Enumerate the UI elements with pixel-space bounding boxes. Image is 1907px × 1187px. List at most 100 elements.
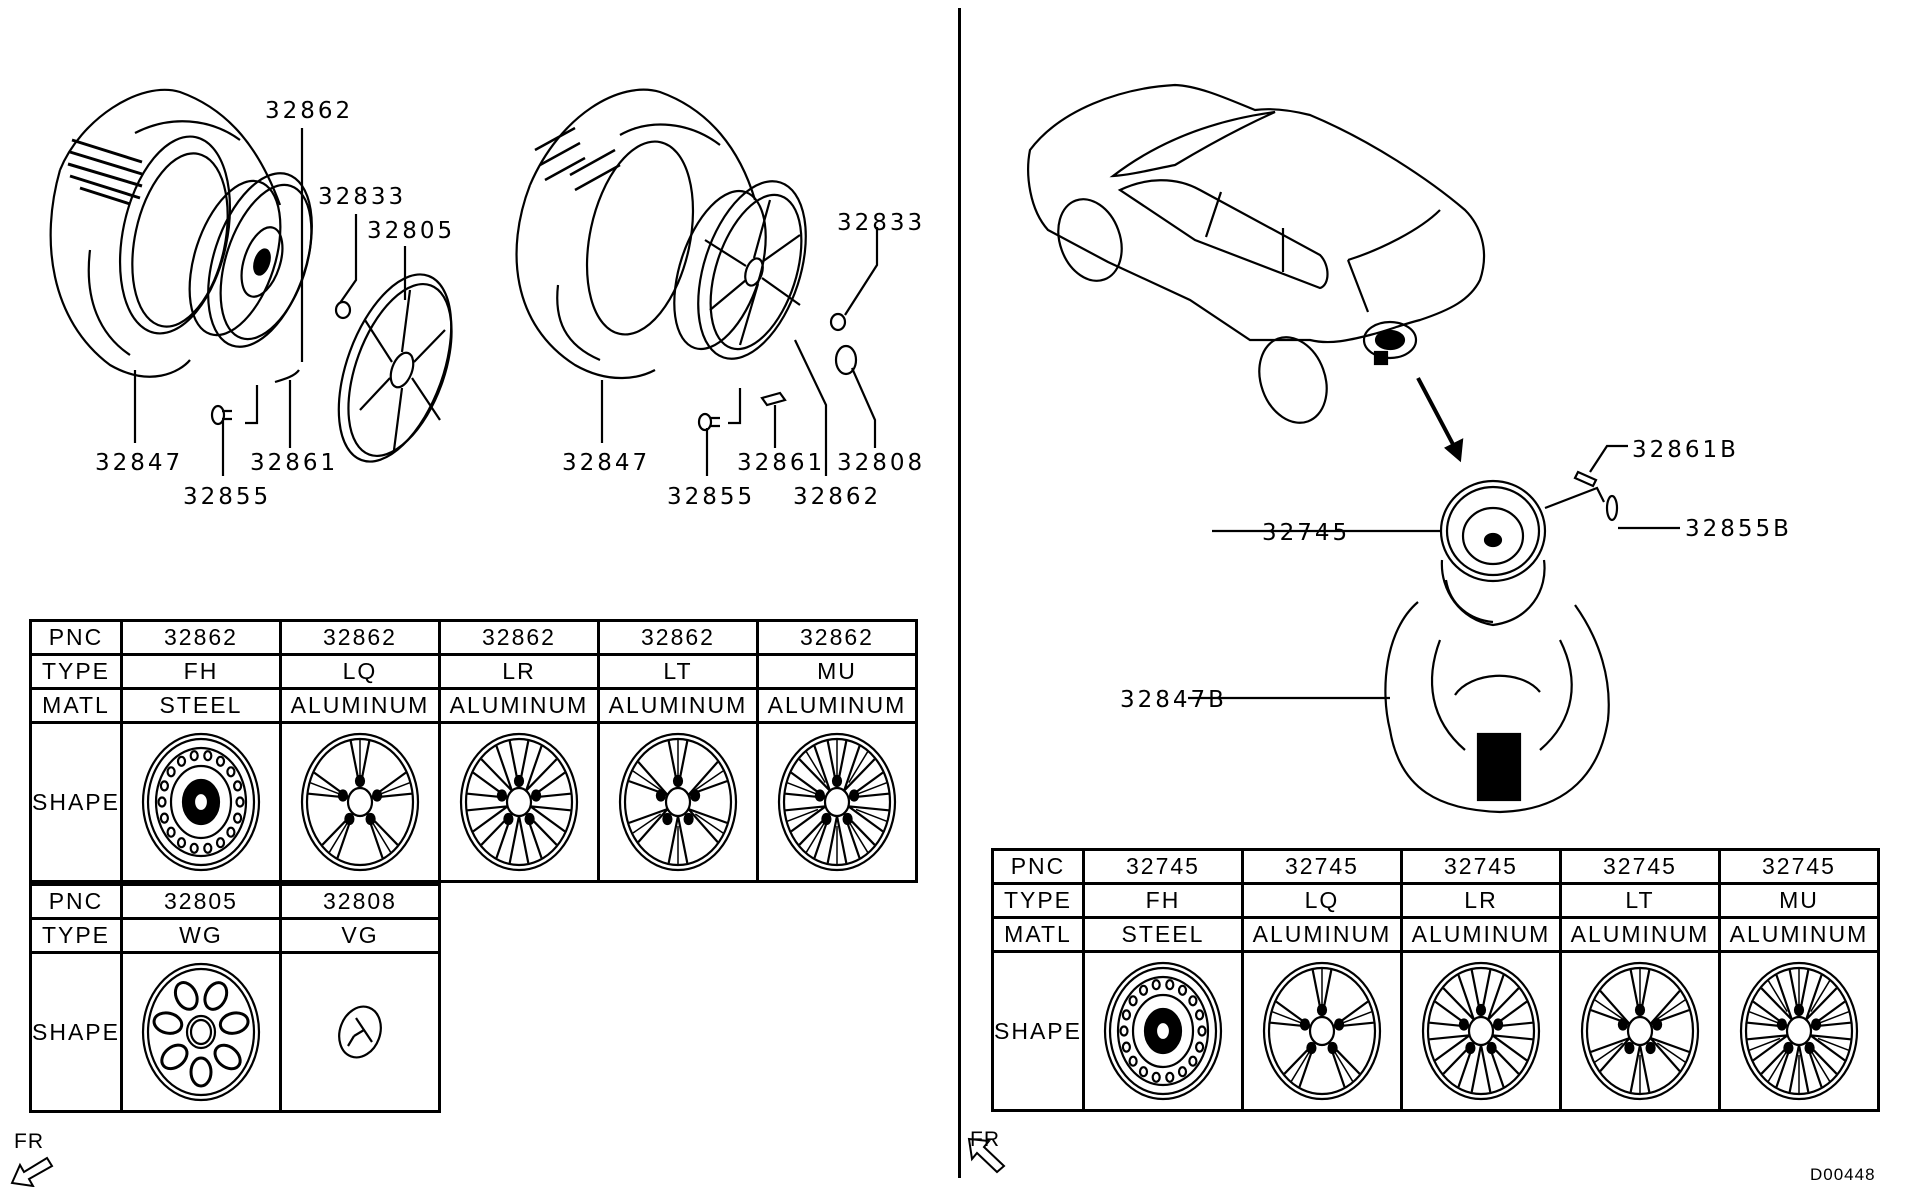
shape-cell (278, 721, 441, 883)
shape-cell (1240, 950, 1403, 1112)
pnc-cell: 32745 (1717, 848, 1880, 885)
table-row: PNC 32805 32808 (29, 883, 441, 920)
header-cell: MATL (991, 916, 1085, 953)
valve-stem-icon (1605, 494, 1619, 522)
callout-label: 32745 (1262, 520, 1351, 546)
header-cell: MATL (29, 687, 123, 724)
lug-nut-icon (334, 300, 352, 320)
diagram-code: D00448 (1810, 1165, 1876, 1184)
steel-wheel-icon (1085, 956, 1241, 1106)
matl-cell: ALUMINUM (1240, 916, 1403, 953)
valve-stem-icon (210, 385, 259, 426)
callout-label: 32861 (737, 450, 826, 476)
matl-cell: ALUMINUM (1717, 916, 1880, 953)
callout-label: 32808 (837, 450, 926, 476)
alloy-wheel-mu-icon (759, 727, 915, 877)
pnc-cell: 32745 (1240, 848, 1403, 885)
type-cell: MU (755, 653, 918, 690)
shape-cell (755, 721, 918, 883)
pnc-cell: 32862 (596, 619, 759, 656)
table-row: SHAPE (991, 950, 1880, 1112)
leader-line (1544, 486, 1605, 510)
shape-cell (119, 951, 282, 1113)
header-cell: SHAPE (29, 721, 123, 883)
alloy-wheel-lt-icon (1562, 956, 1718, 1106)
wheel-cover-icon (123, 957, 279, 1107)
callout-label: 32861B (1632, 437, 1739, 463)
type-cell: FH (1081, 882, 1244, 919)
front-marker-label: FR (14, 1130, 44, 1153)
steel-rim-icon (188, 172, 313, 348)
shape-cell (1717, 950, 1880, 1112)
alloy-wheel-lr-icon (1403, 956, 1559, 1106)
type-cell: LQ (1240, 882, 1403, 919)
cover-spec-table: PNC 32805 32808 TYPE WG VG SHAPE (29, 883, 441, 1113)
pnc-cell: 32745 (1081, 848, 1244, 885)
type-cell: MU (1717, 882, 1880, 919)
table-row: PNC 32745 32745 32745 32745 32745 (991, 848, 1880, 885)
tread-pattern-icon (67, 138, 143, 206)
matl-cell: ALUMINUM (437, 687, 600, 724)
spare-tire-icon (1384, 601, 1610, 814)
alloy-wheel-mu-icon (1721, 956, 1877, 1106)
pnc-cell: 32808 (278, 883, 441, 920)
table-row: PNC 32862 32862 32862 32862 32862 (29, 619, 918, 656)
balance-weight-icon (274, 369, 300, 384)
callout-label: 32833 (318, 184, 407, 210)
balance-weight-icon (760, 391, 787, 407)
wheel-spec-table: PNC 32862 32862 32862 32862 32862 TYPE F… (29, 619, 918, 883)
matl-cell: STEEL (1081, 916, 1244, 953)
pnc-cell: 32745 (1399, 848, 1562, 885)
leader-line (850, 367, 877, 448)
front-marker-label: FR (970, 1128, 1000, 1151)
alloy-wheel-lt-icon (600, 727, 756, 877)
callout-label: 32862 (265, 98, 354, 124)
header-cell: TYPE (991, 882, 1085, 919)
matl-cell: ALUMINUM (596, 687, 759, 724)
shape-cell (1081, 950, 1244, 1112)
table-row: MATL STEEL ALUMINUM ALUMINUM ALUMINUM AL… (29, 687, 918, 724)
matl-cell: ALUMINUM (278, 687, 441, 724)
header-cell: PNC (29, 883, 123, 920)
steel-wheel-icon (123, 727, 279, 877)
leader-line (339, 214, 358, 304)
header-cell: SHAPE (991, 950, 1085, 1112)
type-cell: LR (1399, 882, 1562, 919)
leader-line (1589, 444, 1628, 473)
pnc-cell: 32805 (119, 883, 282, 920)
table-row: SHAPE (29, 951, 441, 1113)
pnc-cell: 32862 (755, 619, 918, 656)
callout-label: 32833 (837, 210, 926, 236)
callout-label: 32847 (562, 450, 651, 476)
type-cell: LT (596, 653, 759, 690)
front-arrow-icon (10, 1156, 54, 1187)
header-cell: TYPE (29, 653, 123, 690)
section-divider (958, 8, 961, 1178)
pnc-cell: 32862 (278, 619, 441, 656)
tire-icon (515, 88, 757, 380)
shape-cell (1558, 950, 1721, 1112)
shape-cell (437, 721, 600, 883)
shape-cell (1399, 950, 1562, 1112)
callout-label: 32805 (367, 218, 456, 244)
callout-label: 32855 (183, 484, 272, 510)
callout-label: 32855 (667, 484, 756, 510)
type-cell: FH (119, 653, 282, 690)
spare-spec-table: PNC 32745 32745 32745 32745 32745 TYPE F… (991, 848, 1880, 1112)
wheel-cover-icon (337, 273, 453, 463)
tire-icon (49, 88, 282, 378)
shape-cell (596, 721, 759, 883)
type-cell: LQ (278, 653, 441, 690)
header-cell: PNC (991, 848, 1085, 885)
pnc-cell: 32862 (437, 619, 600, 656)
callout-label: 32847 (95, 450, 184, 476)
alloy-wheel-lq-icon (282, 727, 438, 877)
callout-label: 32855B (1685, 516, 1792, 542)
table-row: TYPE FH LQ LR LT MU (29, 653, 918, 690)
front-arrow-icon (967, 1137, 1006, 1174)
arrow-down-icon (1416, 377, 1464, 463)
header-cell: TYPE (29, 917, 123, 954)
valve-stem-icon (697, 388, 742, 432)
matl-cell: ALUMINUM (1558, 916, 1721, 953)
